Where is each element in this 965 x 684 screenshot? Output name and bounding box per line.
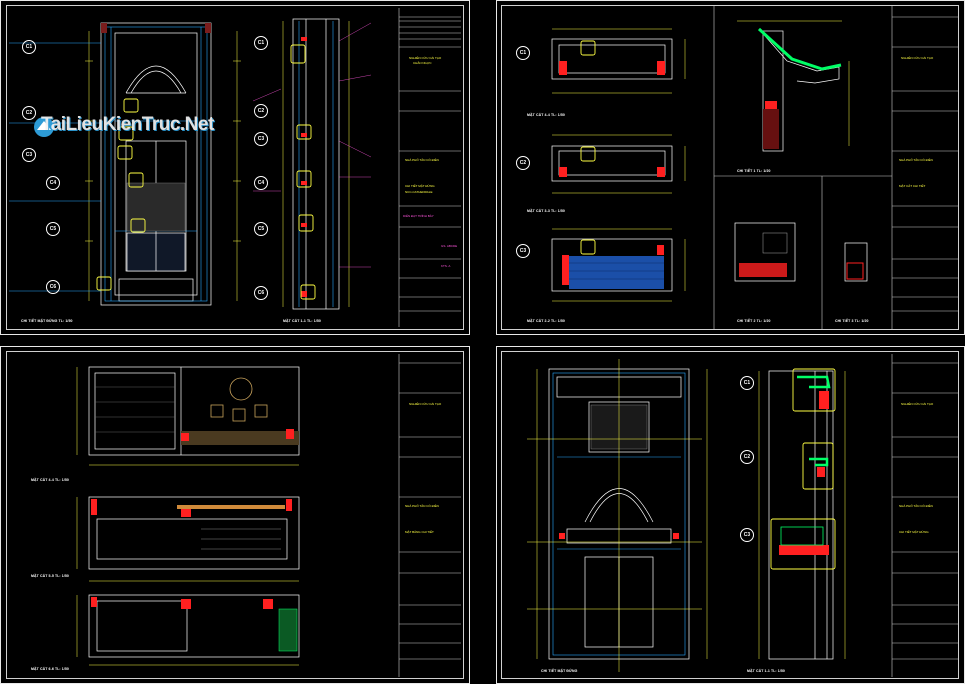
section-marker: C6 <box>254 286 268 300</box>
section-marker-label: C4 <box>49 180 57 186</box>
section-marker-label: C3 <box>25 152 33 158</box>
caption-section-2-2: MẶT CẮT 2-2 TL: 1/50 <box>527 319 565 323</box>
svg-text:MẶT BẰNG CHI TIẾT: MẶT BẰNG CHI TIẾT <box>405 529 434 534</box>
svg-text:NGHIÊN CỨU CẢI TẠO: NGHIÊN CỨU CẢI TẠO <box>409 401 442 406</box>
caption-section-6-6: MẶT CẮT 6-6 TL: 1/50 <box>31 667 69 671</box>
sheet-border <box>6 351 464 679</box>
section-marker-label: C1 <box>257 40 265 46</box>
svg-text:CHI TIẾT MẶT ĐỨNG: CHI TIẾT MẶT ĐỨNG <box>405 183 435 188</box>
section-marker: C1 <box>516 46 530 60</box>
section-marker: C2 <box>254 104 268 118</box>
section-marker: C1 <box>22 40 36 54</box>
svg-text:NGHIÊN CỨU CẢI TẠO: NGHIÊN CỨU CẢI TẠO <box>901 55 934 60</box>
section-marker-label: C6 <box>49 284 57 290</box>
section-marker-label: C3 <box>257 136 265 142</box>
drawing-sheet-3: NGHIÊN CỨU CẢI TẠO NHÀ PHỐ TÂN CỔ ĐIỂN MẶT… <box>0 346 470 684</box>
section-marker-label: C3 <box>743 532 751 538</box>
section-marker: C3 <box>740 528 754 542</box>
caption-section-4-4: MẶT CẮT 4-4 TL: 1/50 <box>31 478 69 482</box>
section-marker: C2 <box>516 156 530 170</box>
watermark-text: TaiLieuKienTruc.Net <box>41 114 214 135</box>
svg-text:NCC-CATHEDRALE: NCC-CATHEDRALE <box>405 190 432 194</box>
section-marker: C2 <box>22 106 36 120</box>
section-marker: C3 <box>254 132 268 146</box>
sheet-border <box>501 351 959 679</box>
sheet-2-drawing: NGHIÊN CỨU CẢI TẠO NHÀ PHỐ TÂN CỔ ĐIỂN MẶT… <box>551 6 959 329</box>
caption-detail-2: CHI TIẾT 2 TL: 1/20 <box>737 319 771 323</box>
caption-section-5-5: MẶT CẮT 5-5 TL: 1/50 <box>31 574 69 578</box>
svg-text:NHÀ PHỐ TÂN CỔ ĐIỂN: NHÀ PHỐ TÂN CỔ ĐIỂN <box>405 157 439 162</box>
svg-text:NHÀ PHỐ TÂN CỔ ĐIỂN: NHÀ PHỐ TÂN CỔ ĐIỂN <box>405 503 439 508</box>
section-marker-label: C4 <box>257 180 265 186</box>
svg-text:NHÀ PHỐ TÂN CỔ ĐIỂN: NHÀ PHỐ TÂN CỔ ĐIỂN <box>899 157 933 162</box>
section-marker-label: C5 <box>257 226 265 232</box>
section-marker-label: C1 <box>743 380 751 386</box>
section-marker-label: C3 <box>519 248 527 254</box>
section-marker: C3 <box>22 148 36 162</box>
caption-detail-1: CHI TIẾT 1 TL: 1/20 <box>737 169 771 173</box>
section-marker: C5 <box>46 222 60 236</box>
section-marker-label: C6 <box>257 290 265 296</box>
section-marker: C2 <box>740 450 754 464</box>
svg-text:CHI TIẾT MẶT ĐỨNG: CHI TIẾT MẶT ĐỨNG <box>899 529 929 534</box>
caption-section-1-1: MẶT CẮT 1-1 TL: 1/50 <box>747 669 785 673</box>
caption-section-3-3: MẶT CẮT 3-3 TL: 1/50 <box>527 209 565 213</box>
section-marker: C1 <box>740 376 754 390</box>
caption-elevation-detail: CHI TIẾT MẶT ĐỨNG TL: 1/50 <box>21 319 73 323</box>
sheet-1-drawing: NGHIÊN CỨU CẢI TẠO CHÂN NGỰC NHÀ PHỐ TÂN… <box>9 8 461 327</box>
section-marker: C6 <box>46 280 60 294</box>
section-marker-label: C2 <box>25 110 33 116</box>
caption-section-1-1: MẶT CẮT 1-1 TL: 1/50 <box>283 319 321 323</box>
section-marker-label: C1 <box>519 50 527 56</box>
section-marker: C5 <box>254 222 268 236</box>
section-marker-label: C1 <box>25 44 33 50</box>
sheet-border <box>6 5 464 330</box>
sheet-border <box>501 5 959 330</box>
section-marker: C4 <box>46 176 60 190</box>
section-marker-label: C2 <box>743 454 751 460</box>
svg-text:NHÀ PHỐ TÂN CỔ ĐIỂN: NHÀ PHỐ TÂN CỔ ĐIỂN <box>899 503 933 508</box>
drawing-sheet-2: NGHIÊN CỨU CẢI TẠO NHÀ PHỐ TÂN CỔ ĐIỂN MẶT… <box>496 0 965 335</box>
section-marker: C1 <box>254 36 268 50</box>
drawing-sheet-1: NGHIÊN CỨU CẢI TẠO CHÂN NGỰC NHÀ PHỐ TÂN… <box>0 0 470 335</box>
section-marker: C3 <box>516 244 530 258</box>
svg-text:NGHIÊN CỨU CẢI TẠO: NGHIÊN CỨU CẢI TẠO <box>901 401 934 406</box>
caption-detail-3: CHI TIẾT 3 TL: 1/20 <box>835 319 869 323</box>
svg-text:MẶT CẮT CHI TIẾT: MẶT CẮT CHI TIẾT <box>899 183 926 188</box>
svg-text:GS. ABCDE: GS. ABCDE <box>441 244 457 248</box>
svg-text:DIỄN ĐẠT TRÌNH BÀY: DIỄN ĐẠT TRÌNH BÀY <box>403 213 434 218</box>
section-marker: C4 <box>254 176 268 190</box>
svg-text:NGHIÊN CỨU CẢI TẠO: NGHIÊN CỨU CẢI TẠO <box>409 55 442 60</box>
sheet-3-drawing: NGHIÊN CỨU CẢI TẠO NHÀ PHỐ TÂN CỔ ĐIỂN MẶT… <box>76 354 461 677</box>
caption-section-4-4: MẶT CẮT 4-4 TL: 1/50 <box>527 113 565 117</box>
drawing-sheet-4: NGHIÊN CỨU CẢI TẠO NHÀ PHỐ TÂN CỔ ĐIỂN CHI… <box>496 346 965 684</box>
caption-facade-detail: CHI TIẾT MẶT ĐỨNG <box>541 669 578 673</box>
section-marker-label: C2 <box>519 160 527 166</box>
section-marker-label: C5 <box>49 226 57 232</box>
sheet-4-drawing: NGHIÊN CỨU CẢI TẠO NHÀ PHỐ TÂN CỔ ĐIỂN CHI… <box>527 354 959 677</box>
svg-text:KTS. A: KTS. A <box>441 264 450 268</box>
watermark-logo-icon <box>34 117 54 137</box>
svg-text:CHÂN NGỰC: CHÂN NGỰC <box>413 60 432 65</box>
watermark: TaiLieuKienTruc.Net <box>31 111 261 145</box>
section-marker-label: C2 <box>257 108 265 114</box>
